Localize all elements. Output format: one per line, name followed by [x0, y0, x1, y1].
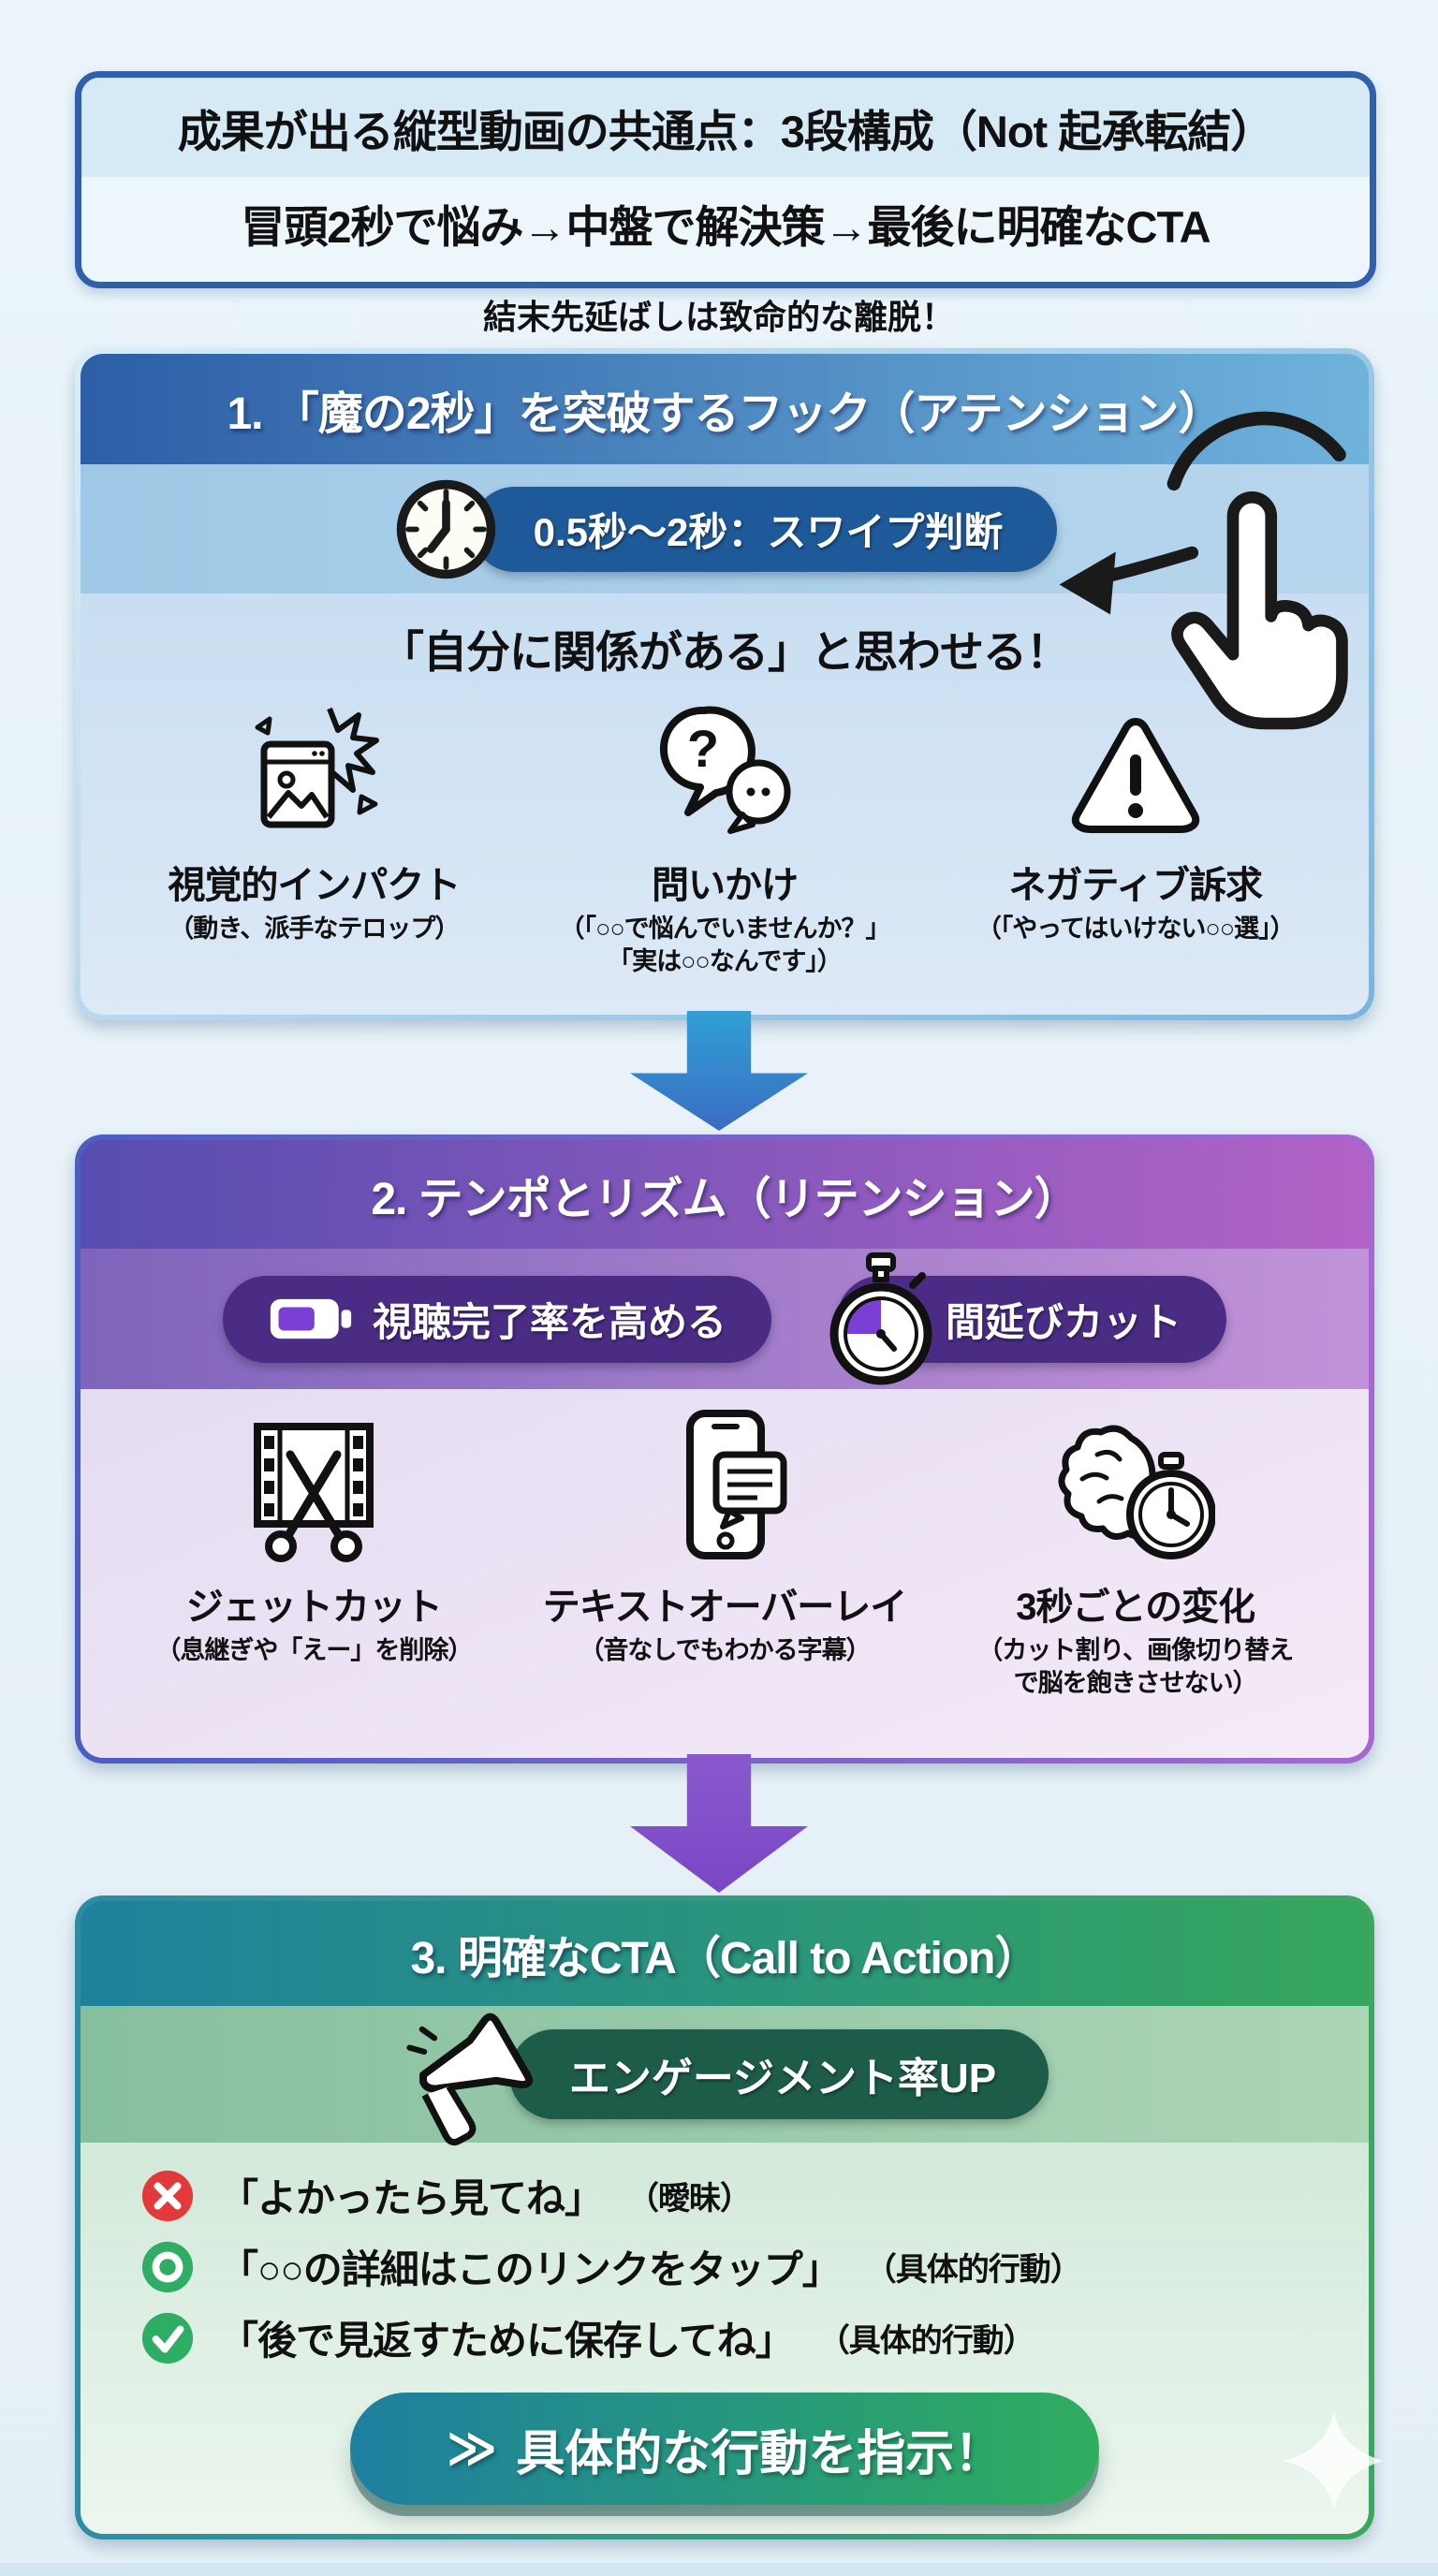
item-label: 3秒ごとの変化: [1016, 1587, 1255, 1628]
cta-button-label: 具体的な行動を指示！: [516, 2426, 1004, 2481]
title-row-2: 冒頭2秒で悩み→中盤で解決策→最後に明確なCTA: [81, 177, 1370, 269]
section-3-card: 3. 明確なCTA（Call to Action） エンゲージメント率UP: [75, 1895, 1374, 2539]
title-row-1: 成果が出る縦型動画の共通点：3段構成（Not 起承転結）: [81, 78, 1370, 177]
section-2-heading: 2. テンポとリズム（リテンション）: [81, 1140, 1369, 1249]
clock-icon: [396, 479, 495, 578]
cta-example-tag: （曖昧）: [627, 2181, 752, 2217]
cta-example-tag: （具体的行動）: [817, 2323, 1035, 2359]
section-1-body: 「自分に関係がある」と思わせる！: [81, 593, 1369, 1015]
column-text-overlay: テキストオーバーレイ （音なしでもわかる字幕）: [520, 1410, 931, 1700]
section-3-badge-band: エンゲージメント率UP: [81, 2006, 1369, 2146]
engagement-badge: エンゲージメント率UP: [508, 2029, 1049, 2119]
item-label: テキストオーバーレイ: [542, 1587, 907, 1628]
brain-timer-icon: [1058, 1425, 1215, 1559]
item-note: （息継ぎや「えー」を削除）: [155, 1636, 473, 1664]
column-negative-appeal: ネガティブ訴求 （「やってはいけない○○選」）: [930, 701, 1341, 978]
title-line-2: 冒頭2秒で悩み→中盤で解決策→最後に明確なCTA: [241, 201, 1211, 252]
item-label: 視覚的インパクト: [168, 865, 461, 906]
sparkle-icon: [1284, 2411, 1384, 2510]
flow-arrow-2: [630, 1754, 808, 1893]
completion-rate-badge: 視聴完了率を高める: [222, 1275, 771, 1363]
item-label: ネガティブ訴求: [1008, 865, 1263, 906]
section-1-card: 1. 「魔の2秒」を突破するフック（アテンション） 0.5秒～2秒：スワイプ判断: [75, 348, 1374, 1020]
column-question: ? 問いかけ （「○○で悩んでいませんか？」「実は○○なんです」）: [520, 701, 931, 978]
title-line-1: 成果が出る縦型動画の共通点：3段構成（Not 起承転結）: [177, 106, 1274, 156]
cta-example-text: 「後で見返すために保存してね」: [219, 2319, 795, 2363]
item-note: （動き、派手なテロップ）: [169, 915, 460, 943]
cta-example-tag: （具体的行動）: [864, 2252, 1082, 2288]
bottom-accent-bar: [0, 2563, 1438, 2576]
cta-example-text: 「○○の詳細はこのリンクをタップ」: [219, 2247, 842, 2291]
circle-ok-icon: [141, 2241, 194, 2292]
section-1-subheading: 「自分に関係がある」と思わせる！: [380, 627, 1070, 677]
cta-example-good-save: 「後で見返すために保存してね」 （具体的行動）: [81, 2309, 1369, 2366]
section-1-columns: 視覚的インパクト （動き、派手なテロップ） ?: [81, 701, 1369, 978]
item-label: 問いかけ: [652, 865, 799, 906]
item-note: （音なしでもわかる字幕）: [579, 1636, 871, 1664]
stopwatch-icon: [829, 1251, 932, 1384]
column-visual-impact: 視覚的インパクト （動き、派手なテロップ）: [109, 701, 520, 978]
check-circle-icon: [141, 2312, 194, 2364]
section-2-columns: ジェットカット （息継ぎや「えー」を削除）: [81, 1410, 1369, 1700]
section-1-inner: 1. 「魔の2秒」を突破するフック（アテンション） 0.5秒～2秒：スワイプ判断: [81, 354, 1369, 1015]
section-1-heading: 1. 「魔の2秒」を突破するフック（アテンション）: [81, 354, 1369, 464]
svg-text:?: ?: [687, 719, 719, 778]
section-2-inner: 2. テンポとリズム（リテンション） 視聴完了率を高める: [81, 1140, 1369, 1758]
cut-lag-badge: 間延びカット: [829, 1251, 1227, 1384]
megaphone-icon: [406, 2012, 533, 2146]
visual-impact-icon: [255, 707, 380, 828]
column-jet-cut: ジェットカット （息継ぎや「えー」を削除）: [109, 1423, 520, 1700]
item-note: （「やってはいけない○○選」）: [976, 915, 1296, 943]
completion-rate-label: 視聴完了率を高める: [372, 1299, 726, 1344]
section-3-inner: 3. 明確なCTA（Call to Action） エンゲージメント率UP: [81, 1901, 1369, 2534]
cut-lag-label: 間延びカット: [946, 1299, 1182, 1344]
flow-arrow-1: [630, 1011, 808, 1131]
section-2-badge-band: 視聴完了率を高める 間延びカット: [81, 1249, 1369, 1389]
cta-example-bad: 「よかったら見てね」 （曖昧）: [81, 2167, 1369, 2224]
cross-circle-icon: [141, 2170, 194, 2221]
warning-triangle-icon: [1071, 718, 1199, 833]
cta-example-good: 「○○の詳細はこのリンクをタップ」 （具体的行動）: [81, 2238, 1369, 2295]
question-bubbles-icon: ?: [659, 706, 791, 834]
section-2-body: ジェットカット （息継ぎや「えー」を削除）: [81, 1389, 1369, 1758]
double-chevron-icon: ≫: [446, 2422, 498, 2476]
film-scissors-icon: [254, 1423, 374, 1562]
section-3-heading: 3. 明確なCTA（Call to Action）: [81, 1901, 1369, 2006]
item-label: ジェットカット: [185, 1587, 443, 1628]
battery-icon: [270, 1298, 352, 1339]
tap-hand-icon: [1059, 411, 1348, 730]
title-box: 成果が出る縦型動画の共通点：3段構成（Not 起承転結） 冒頭2秒で悩み→中盤で…: [75, 71, 1376, 288]
section-1-badge-band: 0.5秒～2秒：スワイプ判断: [81, 464, 1369, 593]
swipe-judgement-badge: 0.5秒～2秒：スワイプ判断: [471, 486, 1058, 572]
cta-example-text: 「よかったら見てね」: [219, 2176, 604, 2220]
item-note: （「○○で悩んでいませんか？」「実は○○なんです」）: [559, 915, 891, 976]
column-change-every-3s: 3秒ごとの変化 （カット割り、画像切り替えで脳を飽きさせない）: [930, 1423, 1341, 1700]
cta-button-graphic: ≫ 具体的な行動を指示！: [350, 2393, 1099, 2505]
section-3-body: 「よかったら見てね」 （曖昧） 「○○の詳細はこのリンクをタップ」 （具体的行動…: [81, 2143, 1369, 2534]
section-2-card: 2. テンポとリズム（リテンション） 視聴完了率を高める: [75, 1134, 1374, 1764]
item-note: （カット割り、画像切り替えで脳を飽きさせない）: [977, 1636, 1294, 1698]
tagline: 結末先延ばしは致命的な離脱！: [482, 298, 955, 336]
phone-caption-icon: [686, 1410, 787, 1559]
